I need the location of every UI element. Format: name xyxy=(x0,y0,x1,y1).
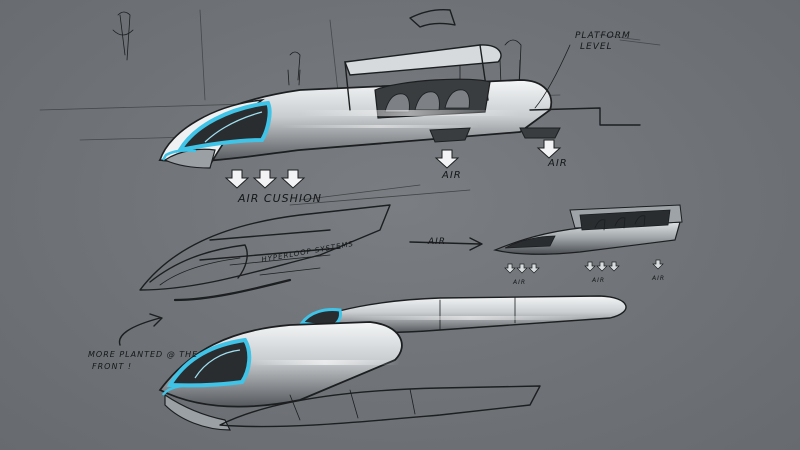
label-platform-level-line1: PLATFORM xyxy=(575,31,631,41)
air-side-arrow xyxy=(409,237,483,251)
air-cushion-arrows xyxy=(224,139,562,189)
label-hyperloop-systems: HYPERLOOP SYSTEMS xyxy=(261,240,355,264)
door-fragment xyxy=(409,8,456,28)
platform-edge xyxy=(529,107,641,126)
label-air-2: AIR xyxy=(547,158,568,169)
label-air-small-2: AIR xyxy=(591,277,605,284)
label-air-small-3: AIR xyxy=(651,275,665,282)
label-platform-level-line2: LEVEL xyxy=(580,42,613,52)
label-platform-level: PLATFORM LEVEL xyxy=(575,31,635,52)
main-capsule-sketch xyxy=(39,8,661,189)
label-air-cushion: AIR CUSHION xyxy=(237,192,322,205)
label-more-planted-line2: FRONT ! xyxy=(92,362,132,371)
small-air-arrows xyxy=(504,259,664,274)
small-capsule-sketch xyxy=(409,204,683,274)
outline-capsule-sketch xyxy=(139,184,471,302)
front-capsule-sketch xyxy=(118,313,541,431)
label-air-1: AIR xyxy=(441,170,462,181)
person-sketch-1 xyxy=(112,11,134,61)
person-sketch-2 xyxy=(287,51,301,86)
label-more-planted-line1: MORE PLANTED @ THE xyxy=(88,350,198,359)
platform-pointer xyxy=(534,44,571,109)
label-air-small-1: AIR xyxy=(512,279,526,286)
label-more-planted: MORE PLANTED @ THE FRONT ! xyxy=(88,350,202,371)
label-air-side: AIR xyxy=(427,237,446,247)
note-pointer xyxy=(118,313,163,346)
